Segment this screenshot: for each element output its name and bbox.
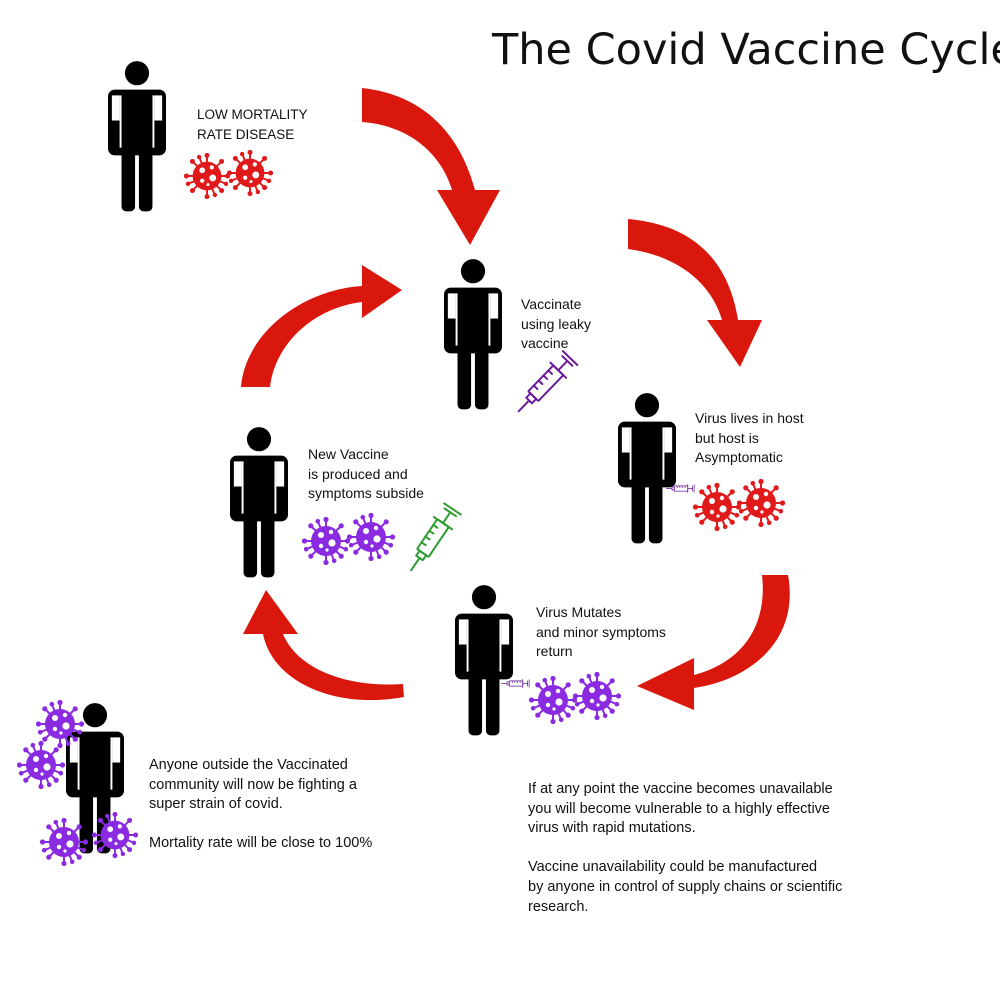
virus-icon: [36, 700, 84, 748]
virus-icon: [17, 741, 65, 789]
virus-icon: [40, 818, 88, 866]
person-icon: [108, 61, 166, 212]
cycle-arrow-1: [362, 88, 500, 245]
stage-label-low-mortality: LOW MORTALITY RATE DISEASE: [197, 107, 308, 142]
person-icon: [455, 585, 513, 736]
person-icon: [618, 393, 676, 544]
stage-label-mutates: Virus Mutates and minor symptoms return: [536, 604, 666, 660]
virus-icon: [737, 479, 785, 527]
cycle-arrow-2: [628, 219, 762, 367]
note-vaccine-unavailable: If at any point the vaccine becomes unav…: [528, 781, 843, 915]
virus-icon: [302, 517, 350, 565]
cycle-arrow-3: [637, 575, 790, 710]
note-outside-community: Anyone outside the Vaccinated community …: [149, 757, 373, 852]
virus-icon: [347, 513, 395, 561]
stage-label-asymptomatic: Virus lives in host but host is Asymptom…: [695, 410, 804, 466]
syringe-icon: [501, 679, 530, 688]
stage-label-vaccinate: Vaccinate using leaky vaccine: [521, 296, 592, 352]
virus-icon: [529, 676, 577, 724]
virus-icon: [573, 672, 621, 720]
person-icon: [230, 427, 288, 578]
diagram-title: The Covid Vaccine Cycle: [492, 25, 1000, 75]
syringe-icon: [509, 349, 580, 420]
cycle-arrow-5: [241, 265, 402, 387]
person-icon: [444, 259, 502, 410]
virus-icon: [184, 153, 230, 199]
syringe-icon: [400, 501, 463, 578]
stage-label-new-vaccine: New Vaccine is produced and symptoms sub…: [308, 446, 424, 502]
virus-icon: [227, 150, 273, 196]
virus-icon: [92, 812, 138, 858]
virus-icon: [693, 483, 741, 531]
cycle-arrow-4: [243, 590, 404, 701]
